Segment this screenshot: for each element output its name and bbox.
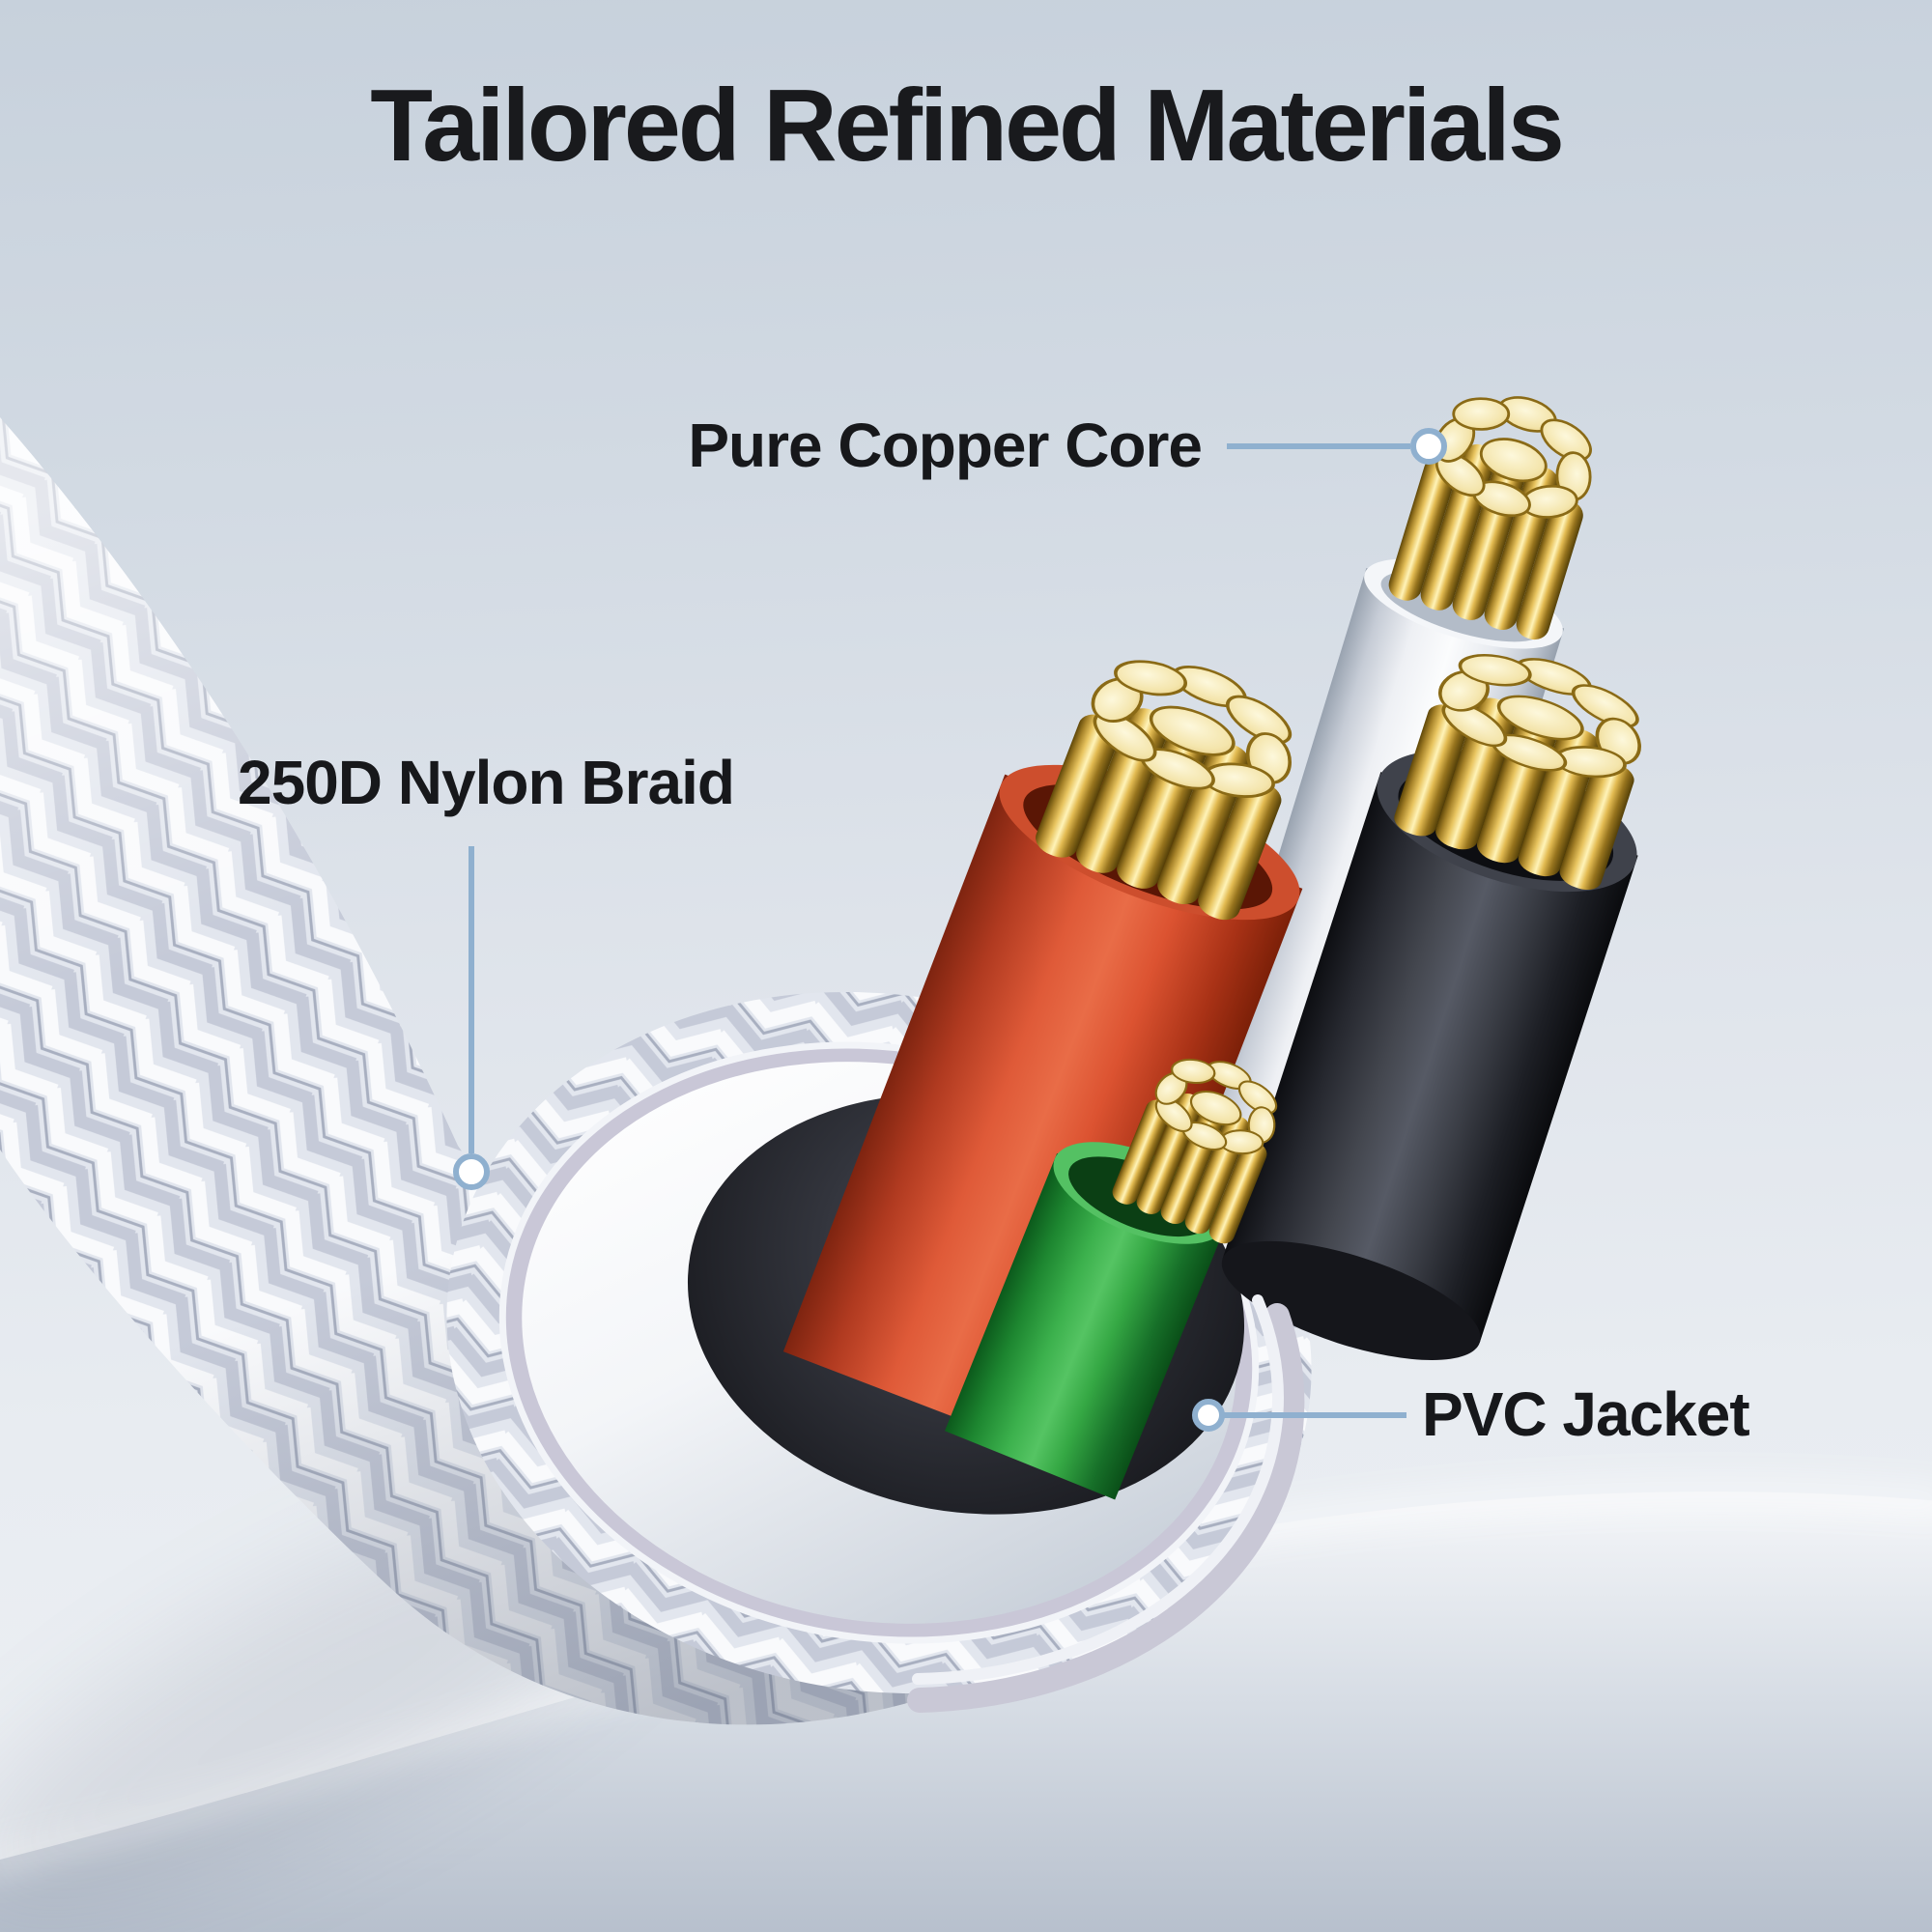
callout-copper-core-connector [1227,428,1447,465]
callout-pvc-jacket-connector [1192,1399,1406,1432]
wire-black [1221,627,1665,1360]
wire-red [782,631,1321,1466]
callout-connectors [453,428,1447,1432]
callout-nylon-braid-connector [453,846,490,1190]
wire-green [945,1038,1296,1500]
callout-label-pure-copper-core: Pure Copper Core [688,411,1203,480]
callout-dot [1192,1399,1225,1432]
jacket-front-rim [907,1294,1305,1713]
callout-label-250d-nylon-braid: 250D Nylon Braid [238,748,735,817]
page-title: Tailored Refined Materials [370,69,1565,183]
callout-dot [453,1153,490,1190]
callout-label-pvc-jacket: PVC Jacket [1422,1379,1750,1449]
callout-dot [1410,428,1447,465]
